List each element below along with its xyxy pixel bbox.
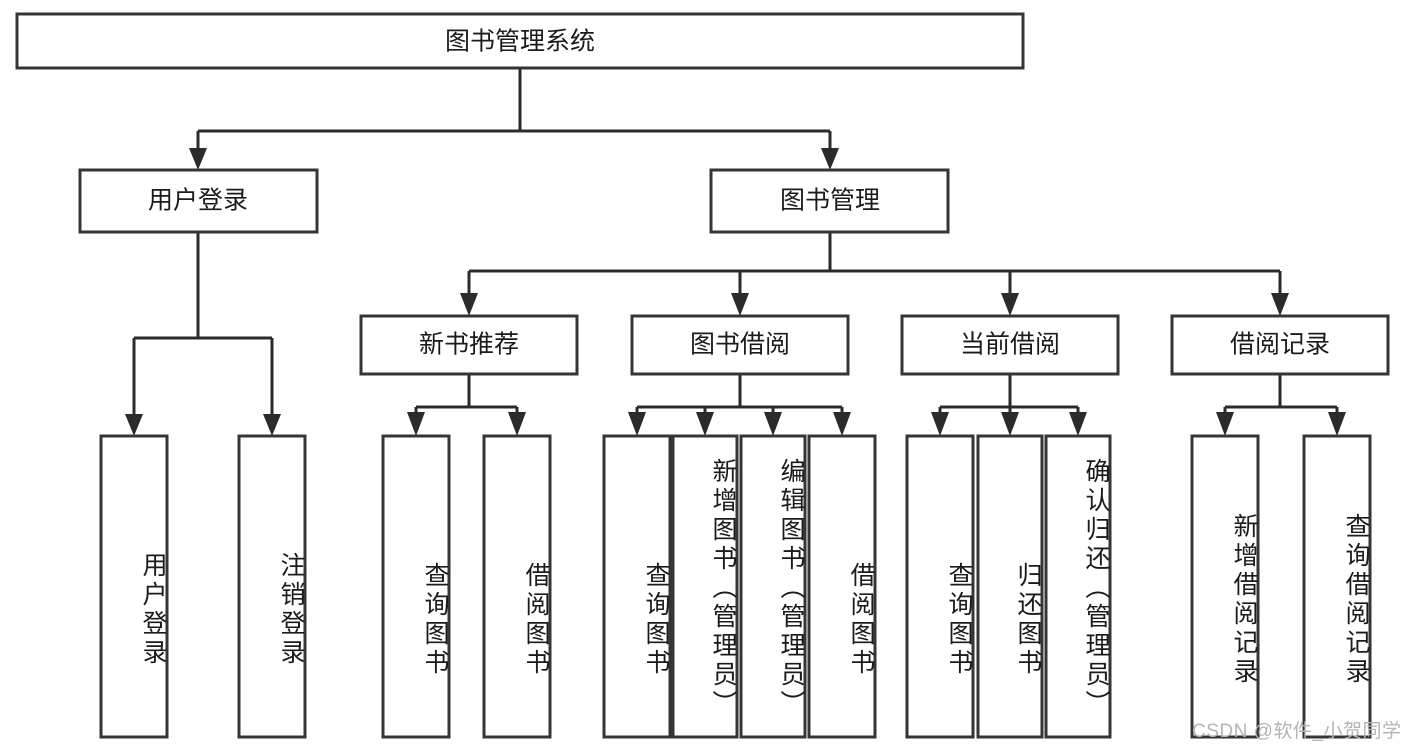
node-root-system[interactable]: 图书管理系统 (15, 12, 1025, 70)
node-book-manage[interactable]: 图书管理 (709, 168, 950, 234)
node-current-borrow-box[interactable] (900, 314, 1120, 376)
arrowhead-user-login (189, 148, 207, 170)
leaf-box-query-book-3[interactable] (905, 434, 975, 739)
node-root-system-box[interactable] (15, 12, 1025, 70)
node-book-borrow-box[interactable] (630, 314, 850, 376)
node-current-borrow-label: 当前借阅 (960, 331, 1060, 359)
leaf-box-query-book-1[interactable] (381, 434, 451, 739)
leaf-box-add-book[interactable] (671, 434, 739, 739)
node-book-manage-box[interactable] (709, 168, 950, 234)
arrowhead-leaf-edit-book (764, 412, 782, 436)
node-user-login[interactable]: 用户登录 (78, 168, 319, 234)
arrowhead-new-book (460, 293, 478, 316)
arrowhead-leaf-add-record (1216, 412, 1234, 436)
node-book-manage-label: 图书管理 (780, 187, 880, 215)
leaf-box-edit-book[interactable] (739, 434, 807, 739)
leaf-box-query-book-2[interactable] (602, 434, 672, 739)
arrowhead-leaf-return-book (1001, 412, 1019, 436)
leaf-box-return-book[interactable] (976, 434, 1044, 739)
arrowhead-leaf-borrow-book-1 (508, 412, 526, 436)
node-borrow-record-label: 借阅记录 (1230, 331, 1330, 359)
leaf-box-borrow-book-1[interactable] (482, 434, 552, 739)
node-user-login-box[interactable] (78, 168, 319, 234)
leaf-box-user-login[interactable] (99, 434, 169, 739)
node-borrow-record[interactable]: 借阅记录 (1170, 314, 1390, 376)
arrowhead-leaf-query-book-1 (407, 412, 425, 436)
leaf-box-query-record[interactable] (1302, 434, 1372, 739)
arrowhead-leaf-query-record (1328, 412, 1346, 436)
node-current-borrow[interactable]: 当前借阅 (900, 314, 1120, 376)
csdn-watermark: CSDN @软件_小贺同学 (1192, 721, 1402, 742)
node-borrow-record-box[interactable] (1170, 314, 1390, 376)
leaf-box-add-record[interactable] (1190, 434, 1260, 739)
arrowhead-leaf-add-book (696, 412, 714, 436)
arrowhead-leaf-query-book-3 (931, 412, 949, 436)
arrowhead-book-borrow (731, 293, 749, 316)
arrowhead-leaf-confirm-return (1069, 412, 1087, 436)
connector-layer (125, 68, 1346, 436)
node-book-borrow-label: 图书借阅 (690, 331, 790, 359)
leaf-box-borrow-book-2[interactable] (807, 434, 877, 739)
node-book-borrow[interactable]: 图书借阅 (630, 314, 850, 376)
leaf-box-layer (99, 434, 1372, 739)
leaf-box-confirm-return[interactable] (1044, 434, 1112, 739)
arrowhead-leaf-user-login (125, 414, 143, 436)
node-new-book-recommend[interactable]: 新书推荐 (359, 314, 579, 376)
arrowhead-book-manage (821, 148, 839, 170)
arrowhead-leaf-query-book-2 (628, 412, 646, 436)
arrowhead-leaf-borrow-book-2 (833, 412, 851, 436)
arrowhead-leaf-logout (263, 414, 281, 436)
node-new-book-recommend-label: 新书推荐 (419, 331, 519, 359)
arrowhead-borrow-record (1271, 293, 1289, 316)
leaf-box-logout[interactable] (237, 434, 307, 739)
node-root-system-label: 图书管理系统 (445, 28, 595, 56)
arrowhead-current-borrow (1001, 293, 1019, 316)
node-user-login-label: 用户登录 (148, 187, 248, 215)
node-new-book-recommend-box[interactable] (359, 314, 579, 376)
